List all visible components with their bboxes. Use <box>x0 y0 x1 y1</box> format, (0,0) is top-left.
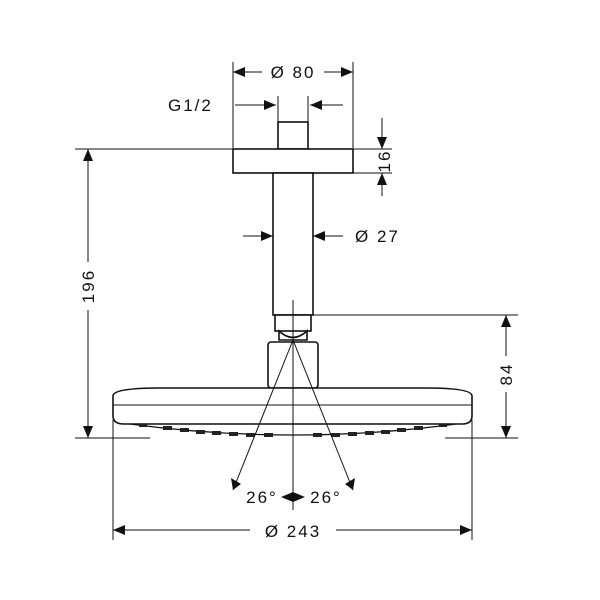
dim-head-diameter-label: Ø 243 <box>265 522 321 541</box>
dim-total-height-label: 196 <box>79 269 98 303</box>
ball-joint <box>278 329 308 341</box>
dim-thread-label: G1/2 <box>168 96 213 115</box>
dim-pipe-diameter-label: Ø 27 <box>355 227 400 246</box>
dim-flange-diameter: Ø 80 <box>232 62 354 148</box>
spray-nozzles <box>139 424 447 437</box>
dim-head-diameter: Ø 243 <box>112 420 473 541</box>
dim-head-height-label: 84 <box>497 363 516 386</box>
dim-pipe-diameter: Ø 27 <box>243 227 400 246</box>
dim-flange-height: 16 <box>353 118 394 196</box>
dim-flange-height-label: 16 <box>375 150 394 173</box>
ceiling-pipe <box>272 172 314 316</box>
dim-flange-diameter-label: Ø 80 <box>271 63 316 82</box>
angle-right-label: 26° <box>310 488 342 507</box>
thread-connector <box>277 121 309 150</box>
angle-left-label: 26° <box>246 488 278 507</box>
spray-angle-lines: 26° 26° <box>231 339 355 507</box>
ceiling-flange <box>232 148 354 174</box>
dim-thread: G1/2 <box>168 96 343 122</box>
dim-head-height: 84 <box>313 314 518 439</box>
dim-total-height: 196 <box>75 148 233 439</box>
